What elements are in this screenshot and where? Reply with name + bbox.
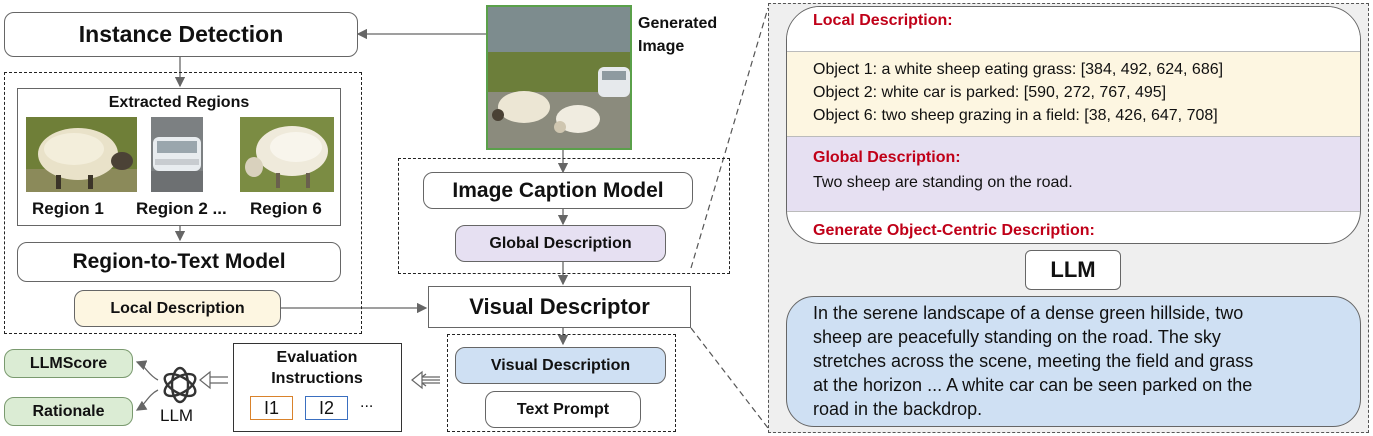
car-image — [151, 117, 203, 192]
llmscore-box: LLMScore — [4, 349, 133, 378]
instruction-i2-label: I2 — [318, 397, 334, 418]
output-line-3: stretches across the scene, meeting the … — [813, 351, 1254, 371]
text-prompt-label: Text Prompt — [516, 400, 610, 418]
sheep-image — [26, 117, 137, 192]
output-line-1: In the serene landscape of a dense green… — [813, 303, 1244, 323]
region-to-text-label: Region-to-Text Model — [72, 250, 286, 273]
image-caption-model-label: Image Caption Model — [452, 178, 664, 202]
object-1-line: Object 1: a white sheep eating grass: [3… — [813, 61, 1224, 78]
openai-logo-icon — [163, 366, 197, 404]
global-description-title: Global Description: — [813, 149, 961, 166]
region-1-label: Region 1 — [32, 199, 104, 218]
llm-small-label: LLM — [160, 406, 194, 425]
rationale-box: Rationale — [4, 397, 133, 426]
global-description-text: Two sheep are standing on the road. — [813, 174, 1073, 191]
region-to-text-model-box: Region-to-Text Model — [17, 242, 341, 282]
generated-image — [486, 5, 632, 150]
object-6-line: Object 6: two sheep grazing in a field: … — [813, 107, 1218, 124]
region-6-label: Region 6 — [250, 199, 322, 218]
visual-descriptor-label: Visual Descriptor — [469, 294, 650, 319]
prompt-card: Local Description: Object 1: a white she… — [786, 6, 1361, 244]
object-centric-output: In the serene landscape of a dense green… — [786, 296, 1361, 427]
extracted-regions-title: Extracted Regions — [108, 94, 250, 111]
generated-image-label: Generated Image — [638, 15, 718, 55]
caption-module-group — [398, 158, 730, 274]
rationale-label: Rationale — [32, 402, 105, 420]
global-section: Global Description: Two sheep are standi… — [787, 137, 1360, 212]
instruction-i2: I2 — [305, 396, 348, 420]
visual-output-group — [447, 334, 676, 432]
instruction-ellipsis: ... — [360, 394, 374, 411]
output-line-2: sheep are peacefully standing on the roa… — [813, 327, 1221, 347]
output-line-4: at the horizon ... A white car can be se… — [813, 375, 1253, 395]
sheep-image — [240, 117, 334, 192]
region-module-group — [4, 72, 362, 334]
image-caption-model-box: Image Caption Model — [423, 172, 693, 209]
local-description-label: Local Description — [110, 299, 245, 317]
visual-description-box: Visual Description — [455, 347, 666, 384]
region-6-image — [240, 117, 334, 192]
visual-descriptor-box: Visual Descriptor — [428, 286, 691, 328]
extracted-regions-box: Extracted Regions — [17, 88, 341, 226]
instance-detection-label: Instance Detection — [78, 21, 284, 47]
generated-scene-image — [488, 7, 630, 148]
local-section — [787, 7, 1360, 51]
instance-detection-box: Instance Detection — [4, 12, 358, 57]
region-1-image — [26, 117, 137, 192]
instruction-i1-label: I1 — [263, 397, 279, 418]
generate-title: Generate Object-Centric Description: — [813, 222, 1095, 239]
output-line-5: road in the backdrop. — [813, 399, 983, 419]
llm-label: LLM — [1050, 257, 1096, 282]
local-description-title: Local Description: — [813, 12, 953, 29]
instruction-i1: I1 — [250, 396, 293, 420]
evaluation-instructions-label: Evaluation Instructions — [271, 349, 363, 387]
text-prompt-box: Text Prompt — [485, 391, 641, 428]
region-2-label: Region 2 ... — [136, 199, 227, 218]
region-2-image — [151, 117, 203, 192]
global-description-label: Global Description — [489, 234, 632, 252]
visual-description-label: Visual Description — [490, 356, 631, 374]
local-description-box: Local Description — [74, 290, 281, 327]
object-2-line: Object 2: white car is parked: [590, 272… — [813, 84, 1167, 101]
evaluation-instructions-box: Evaluation Instructions I1 I2 ... — [233, 343, 402, 432]
llmscore-label: LLMScore — [29, 354, 108, 372]
llm-box: LLM — [1025, 250, 1121, 290]
global-description-box: Global Description — [455, 225, 666, 262]
object-list: Object 1: a white sheep eating grass: [3… — [787, 51, 1360, 137]
